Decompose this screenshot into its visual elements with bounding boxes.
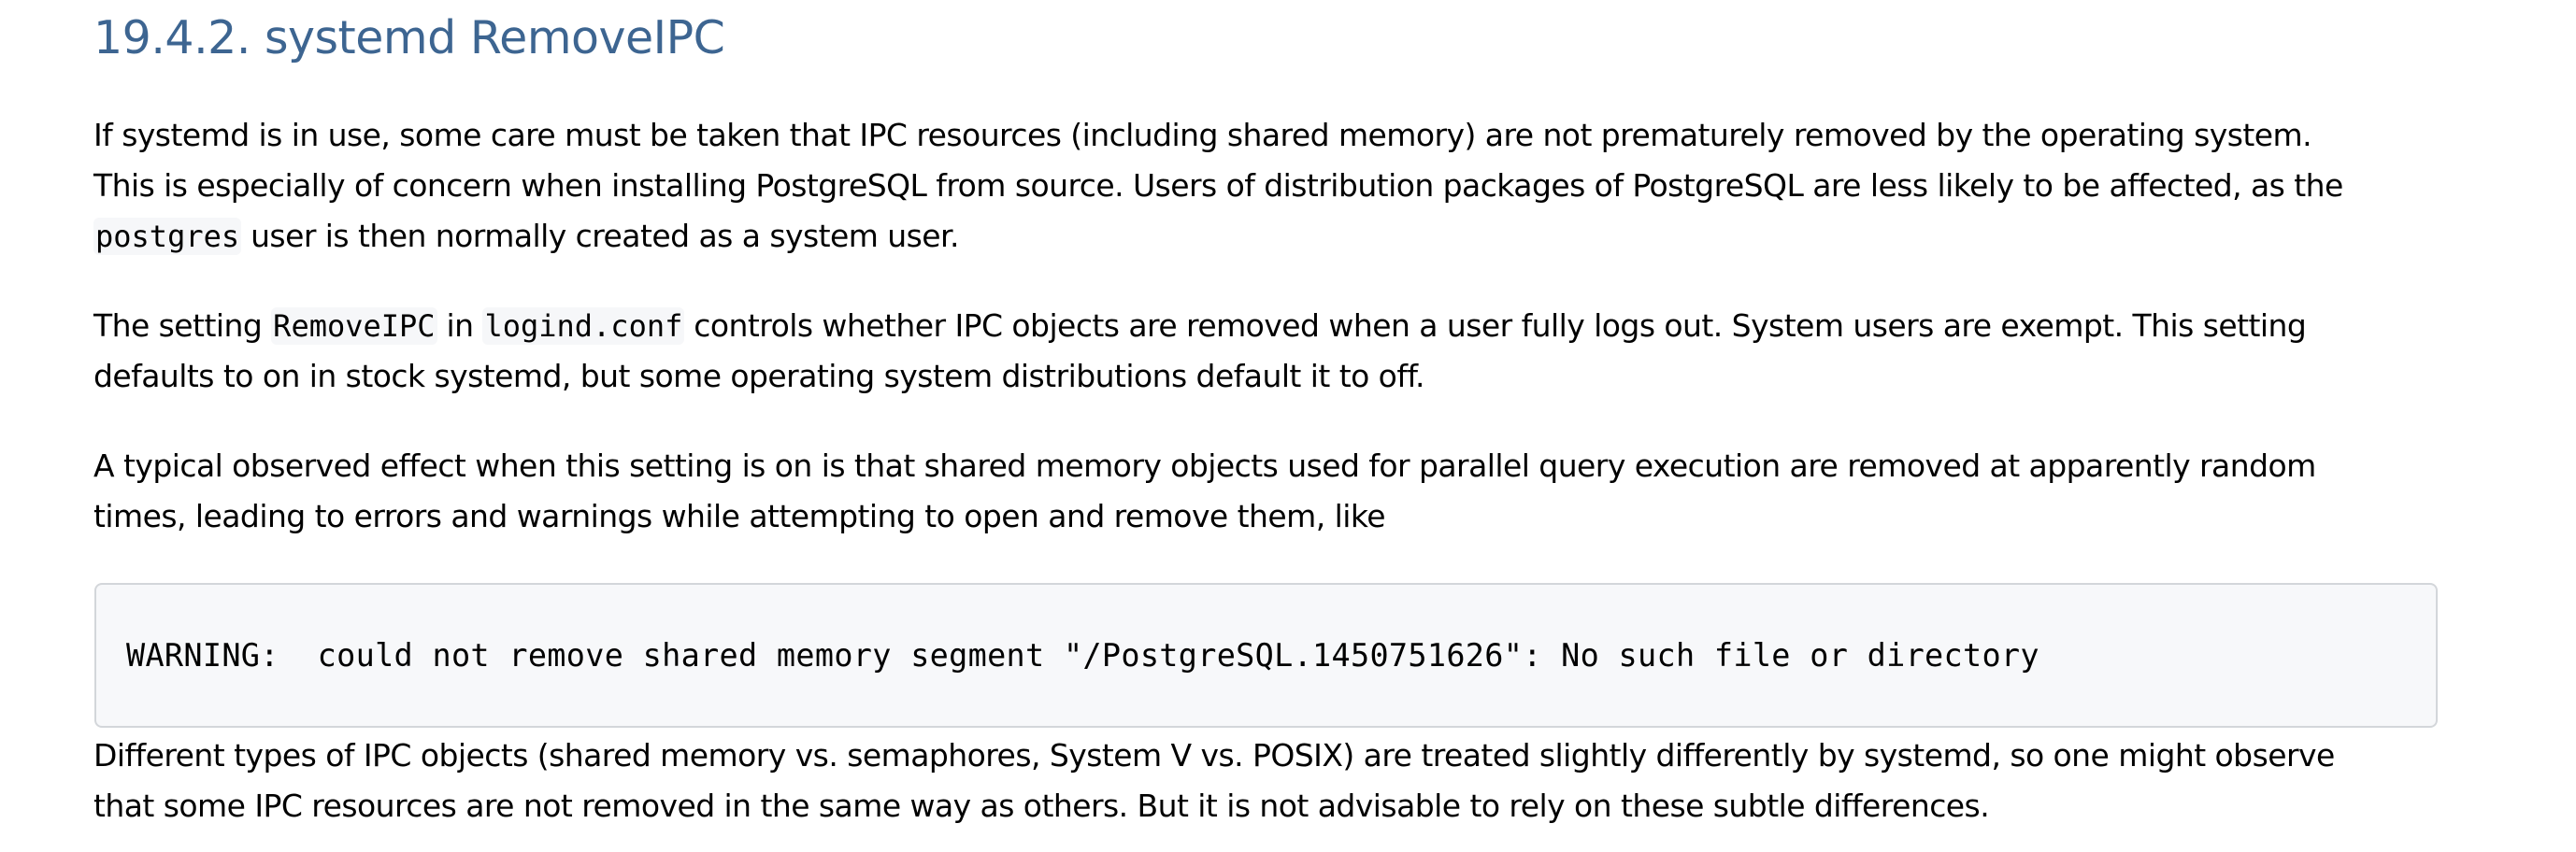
- code-block-warning: WARNING: could not remove shared memory …: [94, 583, 2438, 728]
- paragraph-line: defaults to on in stock systemd, but som…: [93, 358, 1425, 394]
- code-block-text: WARNING: could not remove shared memory …: [126, 637, 2039, 674]
- paragraph-observed-effect: A typical observed effect when this sett…: [93, 441, 2441, 542]
- paragraph-systemd-ipc-intro: If systemd is in use, some care must be …: [93, 110, 2441, 262]
- paragraph-line: postgres user is then normally created a…: [93, 211, 2441, 262]
- paragraph-removeipc-setting: The setting RemoveIPC in logind.conf con…: [93, 301, 2441, 402]
- paragraph-ipc-types: Different types of IPC objects (shared m…: [93, 731, 2441, 831]
- inline-code-logind-conf: logind.conf: [482, 307, 685, 345]
- paragraph-line: times, leading to errors and warnings wh…: [93, 498, 1386, 534]
- inline-code-removeipc: RemoveIPC: [271, 307, 437, 345]
- inline-code-postgres: postgres: [93, 218, 242, 255]
- paragraph-line: This is especially of concern when insta…: [93, 167, 2343, 204]
- paragraph-text: user is then normally created as a syste…: [241, 218, 959, 254]
- paragraph-line: A typical observed effect when this sett…: [93, 447, 2316, 484]
- paragraph-line: If systemd is in use, some care must be …: [93, 117, 2312, 153]
- paragraph-text: in: [436, 307, 483, 344]
- paragraph-line: that some IPC resources are not removed …: [93, 788, 1990, 824]
- paragraph-line: The setting RemoveIPC in logind.conf con…: [93, 301, 2441, 351]
- section-title: 19.4.2. systemd RemoveIPC: [93, 11, 725, 64]
- paragraph-line: Different types of IPC objects (shared m…: [93, 737, 2335, 774]
- paragraph-text: controls whether IPC objects are removed…: [684, 307, 2307, 344]
- paragraph-text: The setting: [93, 307, 272, 344]
